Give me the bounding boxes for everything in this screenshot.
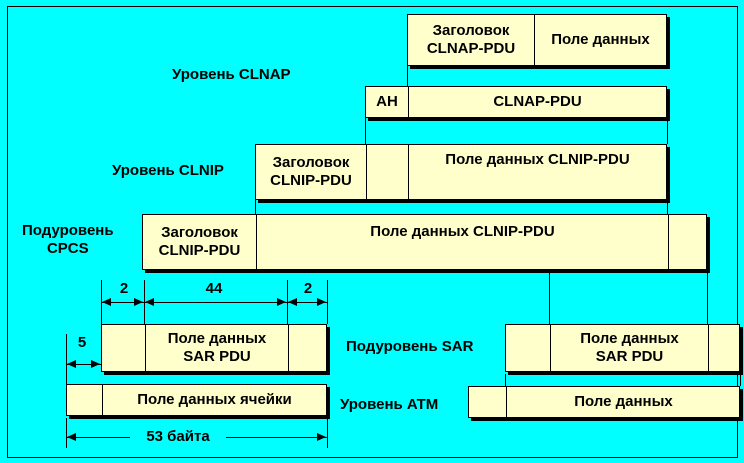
connector-line (549, 270, 550, 324)
level-label-sar: Подуровень SAR (346, 338, 474, 355)
arrow-left-icon (145, 298, 154, 306)
clnap-pdu-cell: CLNAP-PDU (408, 87, 666, 117)
sar-left-data-cell: Поле данных SAR PDU (145, 325, 288, 371)
arrow-left-icon (67, 433, 76, 441)
atm-left-header-cell (67, 385, 102, 415)
dim-label-2-left: 2 (119, 280, 129, 297)
sar-right-trailer-cell (708, 325, 739, 371)
atm-right-block: Поле данных (468, 386, 740, 418)
arrow-right-icon (277, 298, 286, 306)
arrow-right-icon (91, 360, 100, 368)
arrow-left-icon (67, 360, 76, 368)
sar-left-header-cell (102, 325, 145, 371)
sar-left-block: Поле данных SAR PDU (101, 324, 327, 372)
level-label-clnip: Уровень CLNIP (112, 162, 224, 179)
dim-tick (327, 418, 328, 448)
arrow-right-icon (134, 298, 143, 306)
sar-right-data-cell: Поле данных SAR PDU (550, 325, 708, 371)
atm-right-data-cell: Поле данных (506, 387, 740, 417)
dim-label-44: 44 (205, 280, 223, 297)
cpcs-header-cell: Заголовок CLNIP-PDU (158, 224, 241, 259)
arrow-left-icon (288, 298, 297, 306)
clnap-header-cell: Заголовок CLNAP-PDU (426, 22, 516, 57)
arrow-right-icon (317, 298, 326, 306)
connector-line (255, 200, 256, 214)
level-label-atm: Уровень ATM (340, 396, 439, 413)
connector-line (707, 262, 708, 324)
sar-left-trailer-cell (288, 325, 326, 371)
level-label-clnap: Уровень CLNAP (172, 66, 291, 83)
atm-left-data-cell: Поле данных ячейки (102, 385, 326, 415)
cpcs-data-cell: Поле данных CLNIP-PDU (256, 215, 668, 269)
dim-label-53: 53 байта (130, 428, 226, 446)
outer-frame (7, 6, 738, 458)
clnap-pdu-block: Заголовок CLNAP-PDU Поле данных (407, 14, 667, 66)
cpcs-trailer-cell (668, 215, 706, 269)
dim-line (66, 364, 101, 365)
dim-tick (327, 280, 328, 324)
clnip-data-cell: Поле данных CLNIP-PDU (408, 145, 666, 199)
atm-left-block: Поле данных ячейки (66, 384, 327, 416)
dim-tick (66, 334, 67, 384)
clnap-data-cell: Поле данных (534, 15, 666, 65)
clnip-header-cell: Заголовок CLNIP-PDU (270, 154, 352, 189)
ah-clnap-block: AH CLNAP-PDU (365, 86, 667, 118)
atm-right-header-cell (469, 387, 506, 417)
clnip-pdu-block: Заголовок CLNIP-PDU Поле данных CLNIP-PD… (255, 144, 667, 200)
connector-line (407, 66, 408, 86)
dim-label-5: 5 (77, 334, 87, 351)
connector-line (740, 374, 741, 386)
connector-line (365, 118, 366, 144)
arrow-left-icon (102, 298, 111, 306)
connector-line (667, 118, 668, 144)
sar-right-block: Поле данных SAR PDU (505, 324, 740, 372)
dim-line (101, 302, 327, 303)
level-label-cpcs: Подуровень CPCS (22, 222, 114, 257)
clnip-ah-cell (366, 145, 408, 199)
dim-tick (66, 418, 67, 448)
connector-line (505, 374, 506, 386)
ah-cell: AH (376, 93, 398, 110)
arrow-right-icon (317, 433, 326, 441)
sar-right-header-cell (506, 325, 550, 371)
cpcs-pdu-block: Заголовок CLNIP-PDU Поле данных CLNIP-PD… (142, 214, 707, 270)
connector-line (667, 200, 668, 214)
dim-label-2-right: 2 (303, 280, 313, 297)
